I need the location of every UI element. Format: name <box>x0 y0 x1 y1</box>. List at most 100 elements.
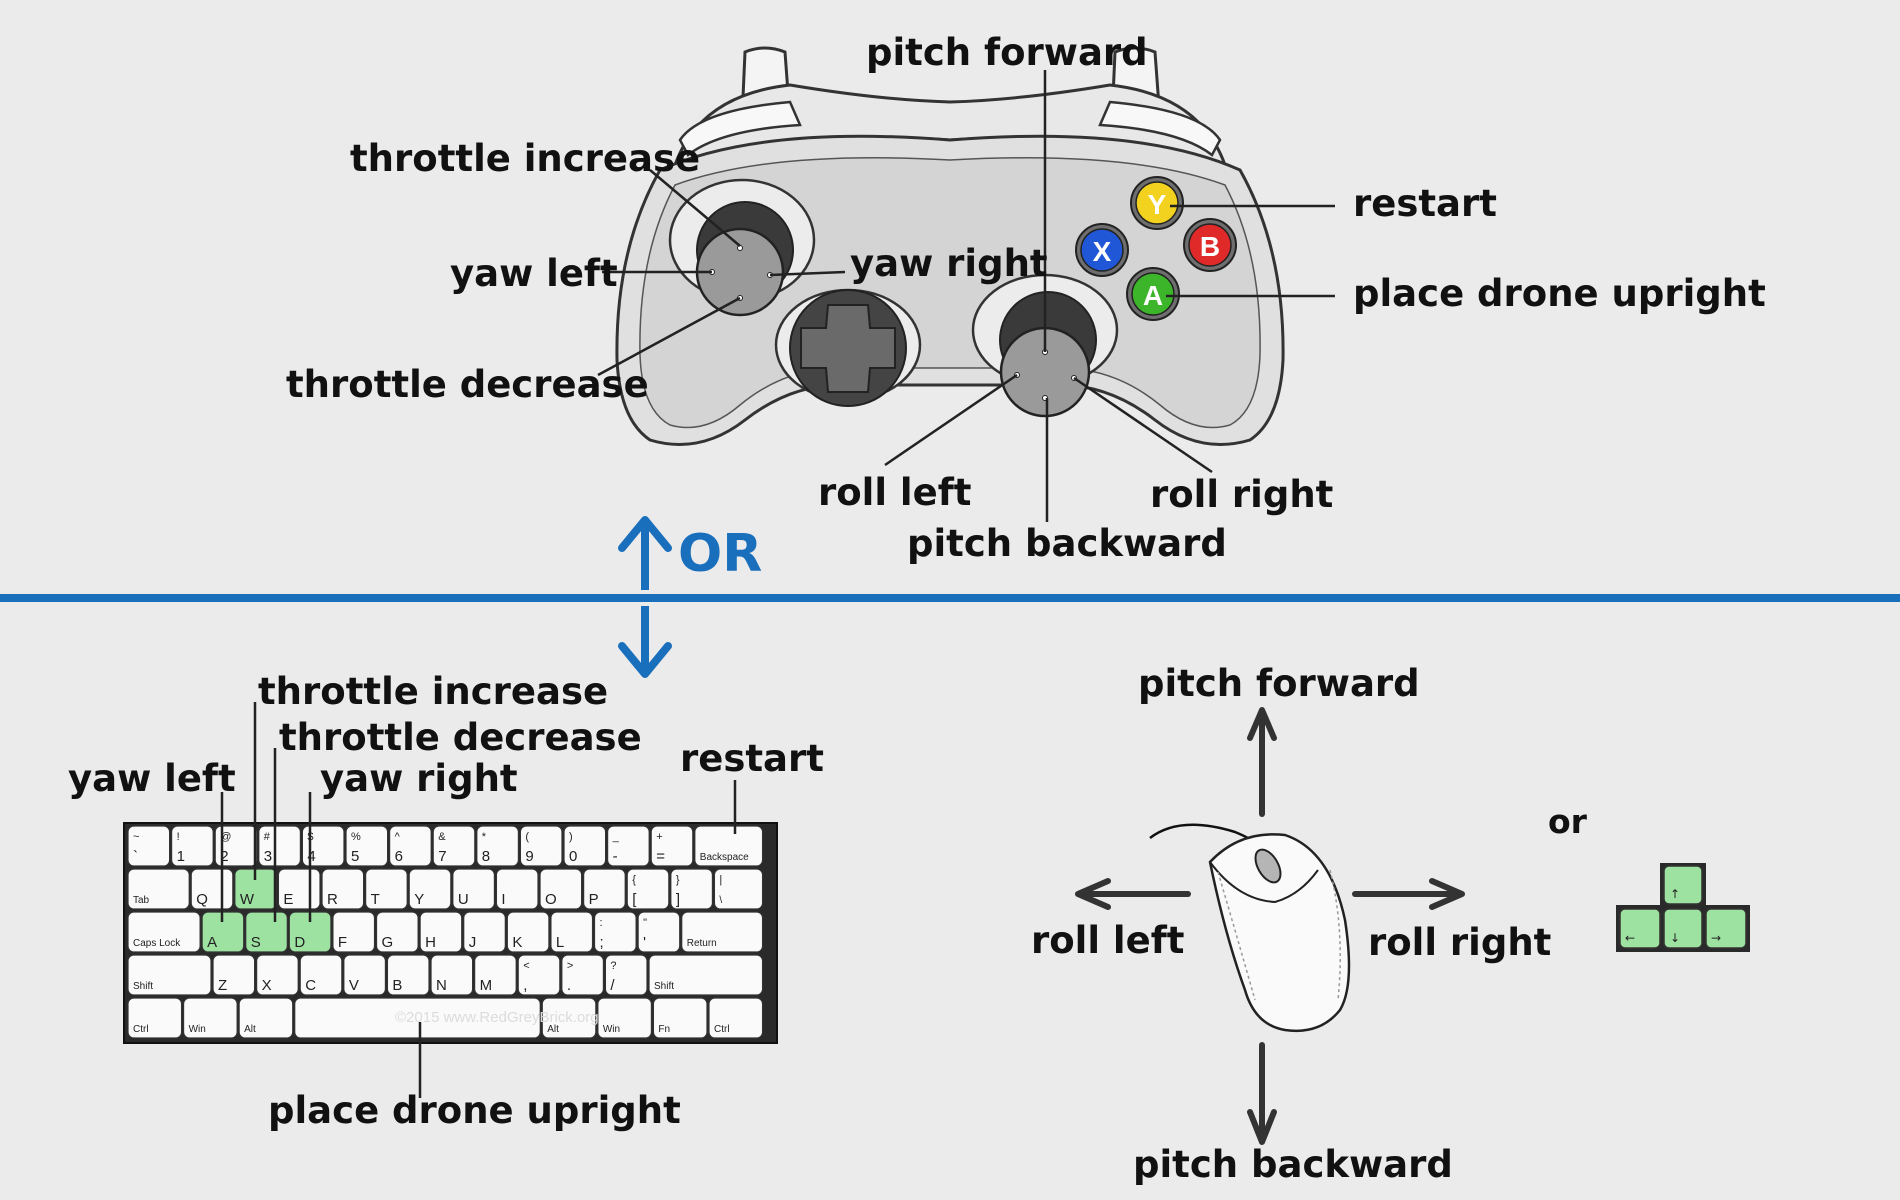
arrow-key-down-cap <box>1663 908 1703 949</box>
key-win[interactable]: Win <box>597 997 653 1039</box>
key-cap <box>212 954 256 996</box>
key-g[interactable]: G <box>375 911 419 953</box>
key-r[interactable]: R <box>321 868 365 910</box>
key-1[interactable]: !1 <box>171 825 214 867</box>
key-cap <box>604 954 648 996</box>
key--[interactable]: }] <box>670 868 714 910</box>
y-button-cap <box>1135 181 1179 225</box>
key-n[interactable]: N <box>430 954 474 996</box>
key-legend: L <box>556 934 564 951</box>
key--[interactable]: "' <box>637 911 681 953</box>
key-legend: Win <box>603 1024 620 1035</box>
key-8[interactable]: *8 <box>476 825 519 867</box>
key--[interactable]: >. <box>561 954 605 996</box>
key-cap <box>127 911 201 953</box>
key-q[interactable]: Q <box>190 868 234 910</box>
key-e[interactable]: E <box>277 868 321 910</box>
key-y[interactable]: Y <box>408 868 452 910</box>
key--[interactable]: ~` <box>127 825 171 867</box>
key-cap <box>650 825 694 867</box>
key-fn[interactable]: Fn <box>652 997 708 1039</box>
key-6[interactable]: ^6 <box>389 825 432 867</box>
key-legend: 0 <box>569 848 577 865</box>
left-stick-dot-top <box>737 245 743 251</box>
key-legend: Y <box>414 891 424 908</box>
key-space[interactable] <box>294 997 541 1039</box>
key--[interactable]: {[ <box>626 868 670 910</box>
key-shift[interactable]: Shift <box>127 954 212 996</box>
key-caps-lock[interactable]: Caps Lock <box>127 911 201 953</box>
arrow-key-down[interactable]: ↓ <box>1663 908 1703 949</box>
key--[interactable]: ?/ <box>604 954 648 996</box>
key-tab[interactable]: Tab <box>127 868 190 910</box>
key-7[interactable]: &7 <box>432 825 476 867</box>
arrow-key-left[interactable]: ← <box>1619 908 1661 949</box>
b-button[interactable]: B <box>1183 218 1237 272</box>
key-l[interactable]: L <box>550 911 594 953</box>
key-legend: 5 <box>351 848 359 865</box>
key-c[interactable]: C <box>299 954 343 996</box>
key-z[interactable]: Z <box>212 954 256 996</box>
b-button-cap <box>1188 223 1232 267</box>
key-return[interactable]: Return <box>681 911 764 953</box>
key-alt[interactable]: Alt <box>238 997 294 1039</box>
key-0[interactable]: )0 <box>563 825 607 867</box>
key-shift[interactable]: Shift <box>648 954 764 996</box>
divider-arrow-down-head <box>618 642 672 678</box>
key-cap <box>670 868 714 910</box>
key-win[interactable]: Win <box>182 997 238 1039</box>
key-s[interactable]: S <box>245 911 288 953</box>
key-5[interactable]: %5 <box>345 825 389 867</box>
arrow-key-up[interactable]: ↑ <box>1663 865 1703 905</box>
key-cap <box>713 868 764 910</box>
key-d[interactable]: D <box>288 911 332 953</box>
key-4[interactable]: $4 <box>301 825 345 867</box>
key--[interactable]: :; <box>593 911 637 953</box>
a-button[interactable]: A <box>1126 267 1180 321</box>
key-x[interactable]: X <box>256 954 299 996</box>
key-m[interactable]: M <box>474 954 517 996</box>
key--[interactable]: <, <box>517 954 561 996</box>
key-w[interactable]: W <box>234 868 278 910</box>
kb-label-throttle-decrease: throttle decrease <box>279 716 642 759</box>
key-cap <box>681 911 764 953</box>
key-9[interactable]: (9 <box>519 825 563 867</box>
key-j[interactable]: J <box>463 911 506 953</box>
x-button[interactable]: X <box>1075 223 1129 277</box>
key-ctrl[interactable]: Ctrl <box>127 997 183 1039</box>
y-button[interactable]: Y <box>1130 176 1184 230</box>
key-legend: Shift <box>133 981 153 992</box>
key-backspace[interactable]: Backspace <box>694 825 764 867</box>
key-legend: Shift <box>654 981 674 992</box>
key-cap <box>408 868 452 910</box>
key--[interactable]: _- <box>606 825 650 867</box>
key-2[interactable]: @2 <box>214 825 258 867</box>
key-cap <box>238 997 294 1039</box>
key-legend: 1 <box>177 848 185 865</box>
key--[interactable]: |\ <box>713 868 764 910</box>
key-legend: S <box>251 934 261 951</box>
key-o[interactable]: O <box>539 868 583 910</box>
key-legend: ; <box>600 934 604 951</box>
key-cap <box>127 825 171 867</box>
key-cap <box>430 954 474 996</box>
key-t[interactable]: T <box>365 868 408 910</box>
key-i[interactable]: I <box>495 868 539 910</box>
key-legend: K <box>512 934 522 951</box>
key-p[interactable]: P <box>583 868 626 910</box>
key--[interactable]: += <box>650 825 694 867</box>
key-alt[interactable]: Alt <box>541 997 597 1039</box>
key-cap <box>432 825 476 867</box>
key-v[interactable]: V <box>343 954 387 996</box>
key-ctrl[interactable]: Ctrl <box>708 997 764 1039</box>
arrow-key-right[interactable]: → <box>1705 908 1747 949</box>
key-b[interactable]: B <box>386 954 430 996</box>
key-k[interactable]: K <box>506 911 550 953</box>
key-cap <box>332 911 376 953</box>
key-h[interactable]: H <box>419 911 463 953</box>
key-f[interactable]: F <box>332 911 376 953</box>
key-cap <box>365 868 408 910</box>
mouse-scroll-wheel[interactable] <box>1250 845 1285 886</box>
key-3[interactable]: #3 <box>258 825 301 867</box>
key-u[interactable]: U <box>452 868 496 910</box>
